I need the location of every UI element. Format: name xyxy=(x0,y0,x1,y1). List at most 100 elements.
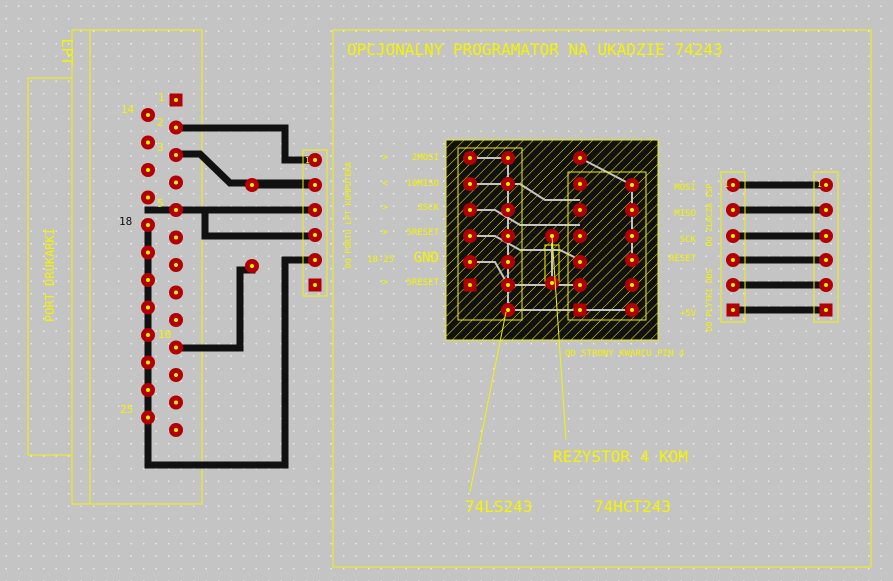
isp-left-pin1: 1 xyxy=(724,180,729,189)
lpt-pad-hole xyxy=(146,195,150,200)
lpt-connector-pads xyxy=(141,93,259,437)
left-signal-arrow: > xyxy=(382,152,388,163)
lpt-pad-hole xyxy=(146,278,150,282)
chip-pad-hole xyxy=(506,308,510,312)
isp-right-pad-hole xyxy=(824,234,828,238)
right-signal-name: MISO xyxy=(674,209,696,219)
left-signal-name: 10MISO xyxy=(406,179,439,189)
left-signal-name: 3SCK xyxy=(417,203,439,213)
lpt-pad-hole xyxy=(174,345,178,350)
lpt-pin-label-25: 25 xyxy=(120,403,133,416)
chip-pad-hole xyxy=(630,308,634,312)
lpt-pad-hole xyxy=(174,428,178,432)
chip-pad-hole xyxy=(630,234,634,238)
chip-pad-hole xyxy=(578,156,582,160)
lpt-pad-hole xyxy=(174,180,178,185)
lpt-pad-hole xyxy=(174,290,178,295)
lpt-pad-hole xyxy=(174,318,178,322)
cable-header-pad-hole xyxy=(313,258,317,262)
left-signal-arrow: > xyxy=(382,202,388,213)
via-pad-hole xyxy=(250,183,254,187)
lpt-pad-hole xyxy=(146,168,150,172)
isp-left-pad-hole xyxy=(731,234,735,238)
chip-label-ls: 74LS243 xyxy=(465,497,532,516)
chip-pad-hole xyxy=(578,182,582,186)
lpt-pin-label-1: 1 xyxy=(158,91,165,104)
lpt-pad-hole xyxy=(174,263,178,267)
chip-pad-hole xyxy=(506,182,510,186)
chip-pad-hole xyxy=(630,183,634,187)
board-label: DO PLYTKI DDS xyxy=(705,269,714,332)
isp-right-pad-hole xyxy=(824,258,828,262)
chip-pad-hole xyxy=(578,260,582,264)
lpt-pin-label-18: 18 xyxy=(119,215,132,228)
left-signal-name: 2MOSI xyxy=(412,153,439,163)
right-signal-name: SCK xyxy=(680,235,697,245)
cable-header-pad-hole xyxy=(313,208,317,212)
chip-pad-hole xyxy=(468,182,472,186)
chip-pad-hole xyxy=(506,234,510,238)
chip-pad-hole xyxy=(506,208,510,212)
right-signal-name: +5V xyxy=(680,309,697,319)
chip-pad-hole xyxy=(506,156,510,160)
cable-header-outline xyxy=(302,149,328,297)
chip-pad-hole xyxy=(578,308,582,312)
chip-pad-hole xyxy=(506,283,510,287)
lpt-pad-hole xyxy=(146,360,150,365)
isp-right-pad-hole xyxy=(824,283,828,287)
cable-header-pad-hole xyxy=(313,183,317,187)
lpt-pad-hole xyxy=(174,98,178,102)
lpt-pad-hole xyxy=(146,223,150,227)
isp-left-pad-hole xyxy=(731,283,735,287)
left-signal-name: 5RESET xyxy=(406,228,439,238)
resistor-label: REZYSTOR 4 KOM xyxy=(553,447,688,466)
chip-pad-hole xyxy=(578,283,582,287)
lpt-pad-hole xyxy=(174,235,178,240)
chip-pad-hole xyxy=(630,283,634,287)
lpt-pad-hole xyxy=(146,113,150,117)
cable-header-pin1: 1 xyxy=(305,156,310,165)
cable-header-pads xyxy=(308,153,322,292)
isp-right-pin1: 1 xyxy=(817,180,822,189)
resistor-pad-hole xyxy=(550,281,554,285)
chip-pad-hole xyxy=(468,234,472,238)
cable-header-pad-hole xyxy=(313,158,317,162)
isp-left-pad-hole xyxy=(731,208,735,212)
isp-right-pad-hole xyxy=(824,183,828,187)
left-signal-arrow: 18-25 xyxy=(367,255,394,265)
cable-header-pad-hole xyxy=(313,283,317,287)
chip-pad-hole xyxy=(468,156,472,160)
left-signal-arrow: > xyxy=(382,277,388,288)
lpt-pad-hole xyxy=(174,373,178,377)
programmer-frame xyxy=(332,29,872,568)
isp-left-pad-hole xyxy=(731,258,735,262)
chip-pad-hole xyxy=(468,208,472,212)
right-signal-name: RESET xyxy=(669,254,697,264)
chip-pad-hole xyxy=(630,258,634,262)
leader-lines xyxy=(469,235,567,493)
lpt-title: LPT xyxy=(58,38,76,65)
isp-label: DO ZLACZA ISP xyxy=(705,184,714,247)
lpt-connector-outline xyxy=(27,29,203,505)
isp-header-left-outline xyxy=(720,171,746,323)
chip-pad-hole xyxy=(630,208,634,212)
cable-header-pad-hole xyxy=(313,233,317,237)
lpt-pin-label-2: 2 xyxy=(157,116,164,129)
lpt-pin-label-10: 10 xyxy=(158,328,171,341)
lpt-pad-hole xyxy=(174,125,178,130)
isp-left-pad-hole xyxy=(731,183,735,187)
lpt-pin-label-5: 5 xyxy=(157,197,164,210)
isp-pads xyxy=(726,178,833,317)
chip-board xyxy=(445,139,659,341)
chip-pad-hole xyxy=(578,234,582,238)
quartz-note: OD STRONY KWARCU PIN 4 xyxy=(565,349,684,359)
lpt-pad-hole xyxy=(146,250,150,255)
left-signal-arrow: > xyxy=(382,227,388,238)
left-signal-arrow: < xyxy=(382,178,388,189)
isp-right-pad-hole xyxy=(824,308,828,312)
chip-pad-hole xyxy=(506,260,510,264)
isp-header-right-outline xyxy=(813,171,839,323)
port-drukarki-label: PORT DRUKARKI xyxy=(43,228,57,322)
